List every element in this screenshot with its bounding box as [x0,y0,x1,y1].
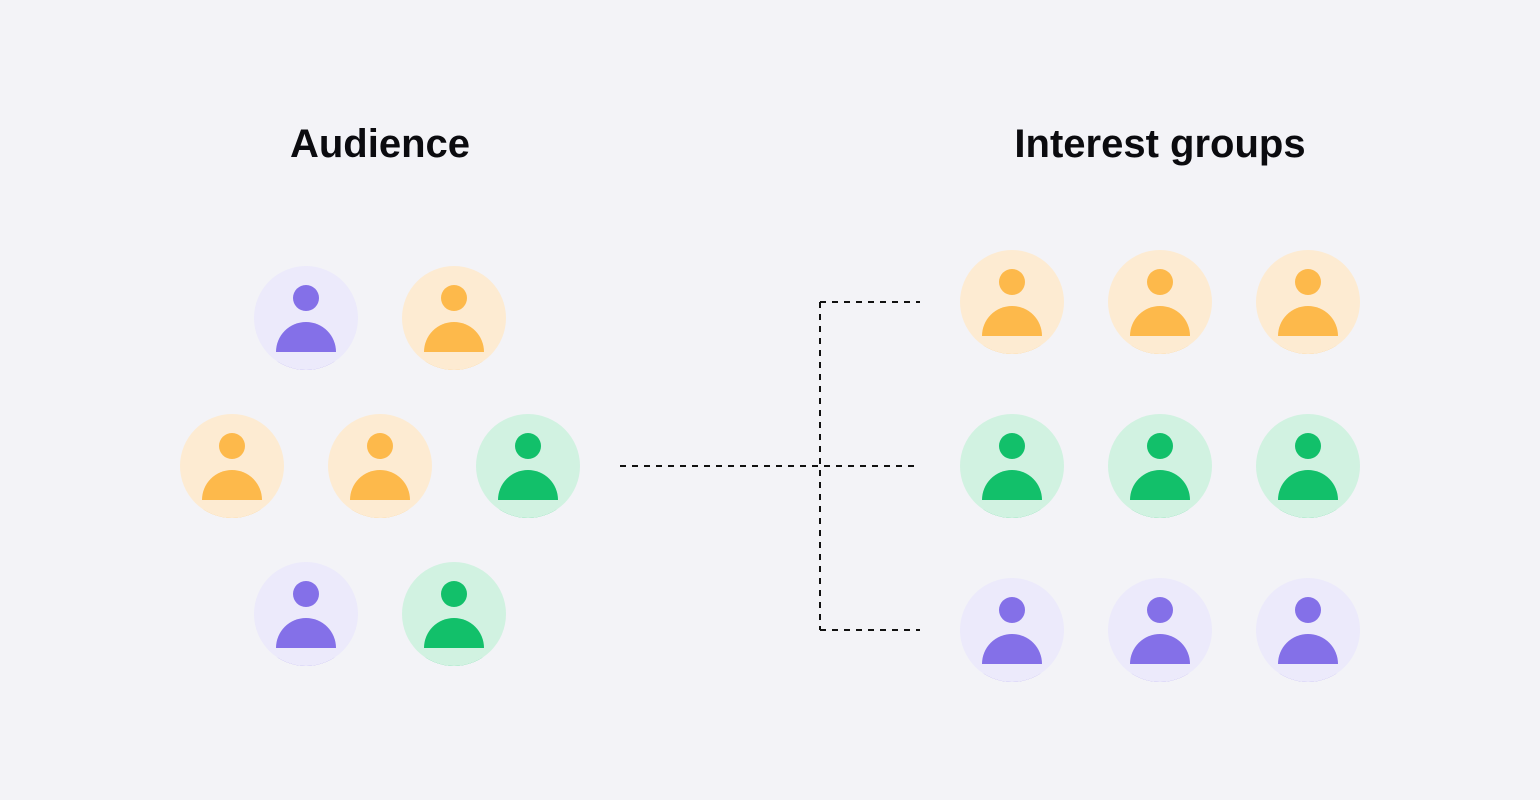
audience-user-icon [402,562,506,666]
user-icon-head [367,433,393,459]
user-icon-mask [328,500,432,518]
audience-user-icon [476,414,580,518]
user-icon-mask [1256,336,1360,354]
group-green-user-icon [1108,414,1212,518]
user-icon-mask [1108,664,1212,682]
group-orange-user-icon [960,250,1064,354]
user-icon-head [293,581,319,607]
user-icon-mask [1108,500,1212,518]
user-icon-mask [960,500,1064,518]
group-orange-user-icon [1256,250,1360,354]
user-icon-head [1295,597,1321,623]
user-icon-head [1147,433,1173,459]
user-icon-mask [1256,500,1360,518]
user-icon-head [999,433,1025,459]
group-purple-user-icon [1256,578,1360,682]
audience-user-icon [402,266,506,370]
audience-user-icon [254,266,358,370]
audience-user-icon [328,414,432,518]
group-green-user-icon [1256,414,1360,518]
user-icon-head [999,597,1025,623]
group-purple-user-icon [1108,578,1212,682]
audience-user-icon [254,562,358,666]
user-icon-head [293,285,319,311]
user-icon-head [441,285,467,311]
user-icon-mask [1256,664,1360,682]
user-icon-head [1295,433,1321,459]
user-icon-mask [960,336,1064,354]
user-icon-head [1295,269,1321,295]
user-icon-head [515,433,541,459]
group-purple-user-icon [960,578,1064,682]
group-orange-user-icon [1108,250,1212,354]
user-icon-head [219,433,245,459]
user-icon-head [999,269,1025,295]
user-icon-mask [1108,336,1212,354]
user-icon-mask [402,648,506,666]
user-icon-mask [254,352,358,370]
user-icon-head [1147,597,1173,623]
audience-user-icon [180,414,284,518]
interest-groups-title: Interest groups [1014,122,1306,166]
user-icon-mask [960,664,1064,682]
user-icon-mask [180,500,284,518]
user-icon-mask [476,500,580,518]
user-icon-mask [402,352,506,370]
user-icon-head [1147,269,1173,295]
user-icon-mask [254,648,358,666]
audience-title: Audience [289,122,471,166]
group-green-user-icon [960,414,1064,518]
user-icon-head [441,581,467,607]
